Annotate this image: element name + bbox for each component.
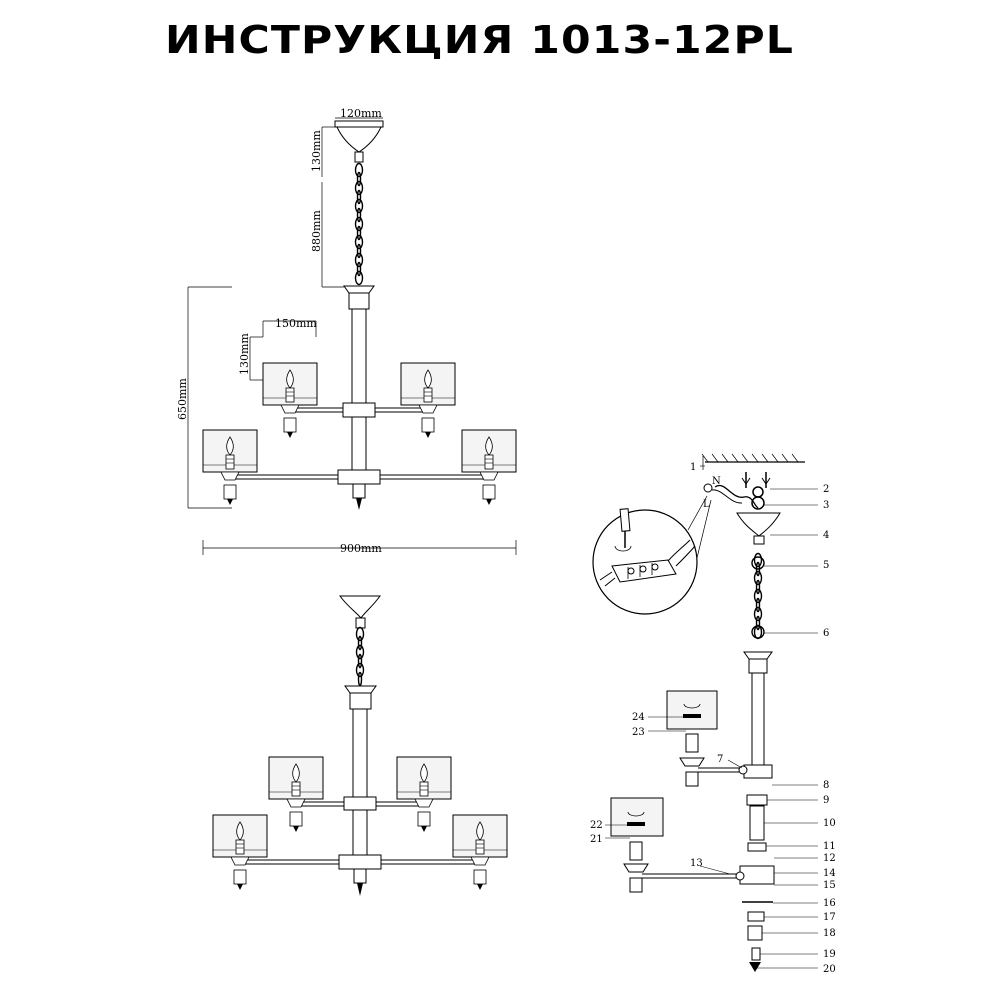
wire-label-n: N bbox=[712, 476, 721, 487]
part-number-12: 12 bbox=[823, 853, 836, 864]
part-number-14: 14 bbox=[823, 868, 836, 879]
part-number-5: 5 bbox=[823, 560, 829, 571]
part-number-8: 8 bbox=[823, 780, 829, 791]
part-number-4: 4 bbox=[823, 530, 829, 541]
part-number-9: 9 bbox=[823, 795, 829, 806]
part-number-7: 7 bbox=[717, 754, 723, 765]
part-number-3: 3 bbox=[823, 500, 829, 511]
part-number-18: 18 bbox=[823, 928, 836, 939]
dim-body-height: 650mm bbox=[176, 378, 189, 420]
part-number-22: 22 bbox=[590, 820, 603, 831]
dim-canopy-height: 130mm bbox=[310, 130, 323, 172]
assembled-view bbox=[212, 595, 508, 896]
part-number-16: 16 bbox=[823, 898, 836, 909]
part-number-2: 2 bbox=[823, 484, 829, 495]
part-number-21: 21 bbox=[590, 834, 603, 845]
dim-chain-length: 880mm bbox=[310, 210, 323, 252]
dimensioned-view: 120mm 130mm 880mm 150mm 130mm 650mm 900m… bbox=[176, 107, 517, 555]
wiring-detail-magnifier bbox=[592, 495, 712, 615]
dim-canopy-width: 120mm bbox=[340, 107, 382, 120]
exploded-view: N L bbox=[590, 453, 836, 975]
part-number-11: 11 bbox=[823, 841, 836, 852]
dim-shade-width: 150mm bbox=[275, 317, 317, 330]
part-number-1: 1 bbox=[690, 462, 696, 473]
part-number-13: 13 bbox=[690, 858, 703, 869]
part-number-24: 24 bbox=[632, 712, 645, 723]
part-number-20: 20 bbox=[823, 964, 836, 975]
part-number-19: 19 bbox=[823, 949, 836, 960]
part-number-23: 23 bbox=[632, 727, 645, 738]
part-number-6: 6 bbox=[823, 628, 829, 639]
page-title: ИНСТРУКЦИЯ 1013-12PL bbox=[165, 18, 795, 62]
part-number-17: 17 bbox=[823, 912, 836, 923]
part-number-10: 10 bbox=[823, 818, 836, 829]
dim-total-width: 900mm bbox=[340, 542, 382, 555]
wire-label-l: L bbox=[703, 499, 710, 510]
dim-shade-height: 130mm bbox=[238, 333, 251, 375]
part-number-15: 15 bbox=[823, 880, 836, 891]
